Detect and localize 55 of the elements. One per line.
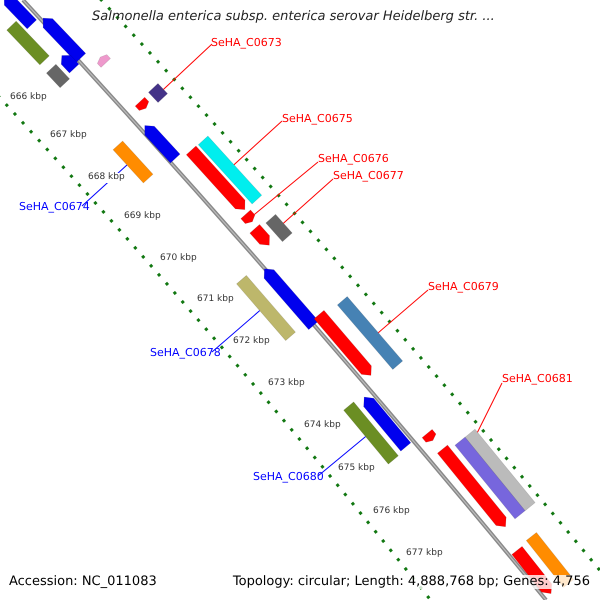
gene-bar [144,125,180,164]
scale-label: 673 kbp [268,379,305,389]
gene-bar [464,428,536,512]
scale-label: 667 kbp [50,131,87,141]
gene-label: SeHA_C0677 [333,170,404,182]
gene-label: SeHA_C0680 [253,471,324,484]
scale-label: 676 kbp [373,507,410,517]
accession-text: Accession: NC_011083 [9,575,157,590]
gene-bar [46,64,70,88]
genome-stats-text: Topology: circular; Length: 4,888,768 bp; Genes: 4,756 [232,575,590,590]
gene-label: SeHA_C0673 [211,37,282,50]
scale-label: 669 kbp [124,212,161,222]
scale-label: 668 kbp [88,173,125,183]
gene-bar [198,136,262,204]
leader-line [378,290,428,334]
gene-bar [363,396,412,452]
leader-line [254,162,318,215]
scale-label: 672 kbp [233,337,270,347]
leader-line [476,382,502,433]
gene-bar [148,83,168,103]
gene-bar [134,96,150,111]
gene-bar [437,444,506,528]
gene-label: SeHA_C0678 [150,347,221,360]
scale-label: 670 kbp [160,254,197,264]
gene-bar [249,224,270,246]
gene-bar [6,20,50,66]
scale-label: 671 kbp [197,295,234,305]
scale-label: 666 kbp [10,93,47,103]
gene-bar [240,210,256,224]
leader-line [318,436,366,476]
leader-line [282,178,334,224]
gene-bar [422,428,436,443]
leader-line [212,310,260,352]
scale-label: 677 kbp [406,549,443,559]
gene-label: SeHA_C0676 [318,153,389,166]
gene-bar [97,54,111,68]
gene-bar [42,18,86,63]
gene-bar [265,214,293,242]
gene-bar [314,310,372,376]
gene-bar [4,0,37,30]
gene-bar [264,268,319,330]
title: Salmonella enterica subsp. enterica serovar Heidelberg str. ... [92,10,495,24]
gene-bar [336,296,404,370]
gene-bar [454,436,526,520]
gene-label: SeHA_C0675 [282,113,353,126]
gene-bar [343,402,399,464]
gene-bar [186,146,246,210]
gene-label: SeHA_C0679 [428,281,499,294]
scale-label: 674 kbp [304,421,341,431]
leader-line [162,44,212,90]
scale-label: 675 kbp [338,464,375,474]
gene-label: SeHA_C0674 [19,201,90,214]
leader-line [233,120,282,166]
gene-bar [60,55,80,74]
gene-label: SeHA_C0681 [502,373,573,386]
